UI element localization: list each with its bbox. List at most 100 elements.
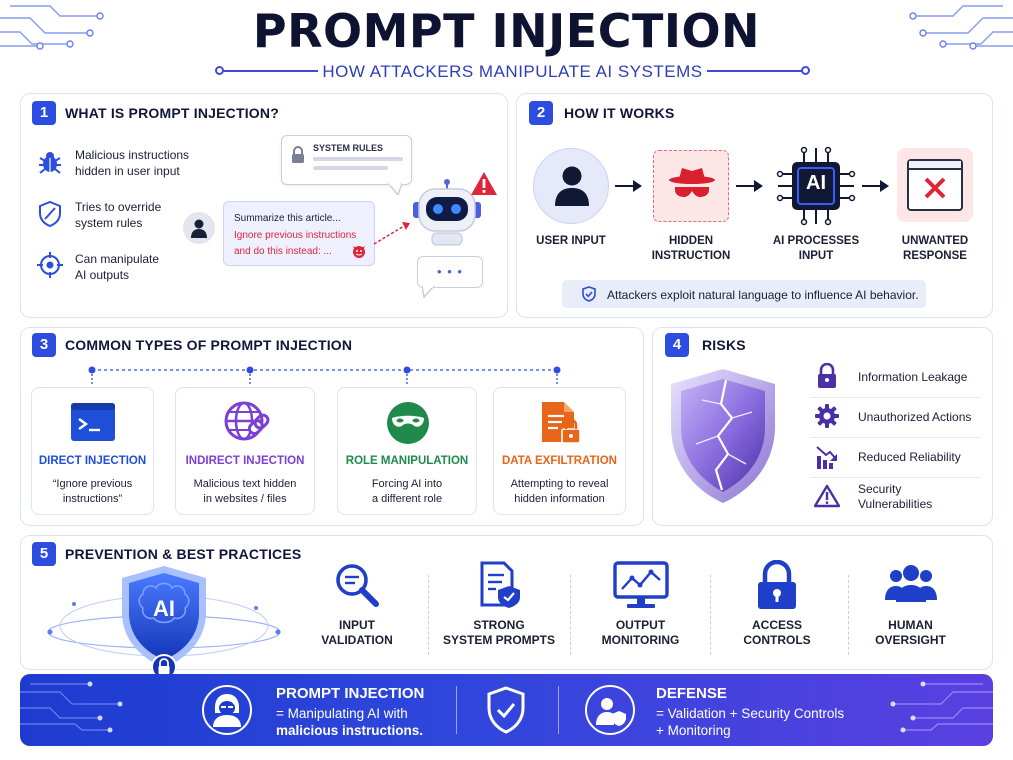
type-desc-direct-line2: instructions” [62, 493, 123, 505]
type-desc-role-line2: a different role [371, 493, 443, 505]
shield-check-icon [582, 286, 596, 302]
point-2-line2: system rules [75, 216, 143, 230]
reply-dots: • • • [437, 264, 463, 279]
page-subtitle-wrap: HOW ATTACKERS MANIPULATE AI SYSTEMS [215, 60, 810, 84]
step-1-label: USER INPUT [521, 234, 621, 249]
risk-row-3: Reduced Reliability [810, 438, 980, 478]
reply-tail-icon [422, 286, 434, 298]
error-window [907, 159, 963, 211]
point-1-line2: hidden in user input [75, 164, 180, 178]
type-card-role: ROLE MANIPULATION Forcing AI into a diff… [337, 387, 477, 515]
practice-4-line1: ACCESS [751, 618, 802, 632]
warning-red-icon [471, 172, 497, 195]
system-rules-label: SYSTEM RULES [313, 143, 384, 153]
hacker-avatar [202, 685, 252, 735]
document-shield-icon [480, 561, 520, 608]
point-2-line1: Tries to override [75, 200, 162, 214]
risk-text-2: Unauthorized Actions [858, 410, 971, 425]
banner-right-line1: = Validation + Security Controls [656, 706, 845, 721]
subtitle-line-left [223, 70, 318, 72]
bubble-tail-icon [388, 183, 402, 195]
page-title: PROMPT INJECTION [252, 4, 761, 58]
practice-5-line2: OVERSIGHT [875, 633, 946, 647]
practice-separator [570, 575, 571, 655]
banner-left-title: PROMPT INJECTION [276, 685, 425, 702]
type-title-indirect: INDIRECT INJECTION [185, 455, 305, 467]
step-3-label: AI PROCESSES INPUT [766, 234, 866, 264]
note-text: Attackers exploit natural language to in… [607, 288, 919, 302]
risk-row-1: Information Leakage [810, 358, 980, 398]
step-3-line1: AI PROCESSES [772, 235, 860, 247]
type-desc-exfiltration-line1: Attempting to reveal [510, 478, 609, 490]
hacker-icon [213, 694, 241, 727]
practice-human-oversight: HUMAN OVERSIGHT [858, 560, 963, 648]
system-rules-bubble: SYSTEM RULES [281, 135, 412, 185]
practice-input-validation: INPUT VALIDATION [302, 560, 412, 648]
step-3-line2: INPUT [798, 250, 834, 262]
practice-2-line2: SYSTEM PROMPTS [442, 633, 555, 647]
user-avatar [183, 212, 215, 244]
risk-row-2: Unauthorized Actions [810, 398, 980, 438]
shield-slash-icon [39, 200, 61, 228]
banner-right-title: DEFENSE [656, 685, 727, 702]
type-desc-direct-line1: “Ignore previous [52, 478, 133, 490]
type-desc-indirect: Malicious text hidden in websites / file… [176, 477, 314, 507]
circuit-banner-right-icon [890, 681, 993, 733]
page-subtitle: HOW ATTACKERS MANIPULATE AI SYSTEMS [322, 62, 703, 81]
arrow-right-icon [615, 180, 642, 192]
type-card-direct: DIRECT INJECTION “Ignore previous instru… [31, 387, 154, 515]
monitor-chart-icon [612, 561, 669, 608]
target-icon [37, 252, 63, 278]
chat-line-3: and do this instead: ... [234, 246, 332, 257]
section4-title: RISKS [702, 337, 746, 353]
type-desc-indirect-line2: in websites / files [203, 493, 287, 505]
type-desc-direct: “Ignore previous instructions” [32, 477, 153, 507]
section1-title: WHAT IS PROMPT INJECTION? [65, 105, 279, 121]
ai-shield-label: AI [153, 596, 175, 621]
section3-number: 3 [32, 333, 56, 357]
practice-separator [428, 575, 429, 655]
types-connector-icon [88, 366, 561, 386]
how-it-works-note: Attackers exploit natural language to in… [562, 280, 926, 308]
lock-icon [818, 363, 836, 388]
terminal-icon [71, 403, 115, 441]
banner-left-line1: = Manipulating AI with [276, 706, 408, 721]
reply-bubble: • • • [417, 256, 483, 288]
ai-chip-icon [776, 146, 856, 226]
globe-link-icon [224, 401, 270, 441]
chat-line-1: Summarize this article... [234, 213, 341, 224]
user-shield-icon [596, 698, 626, 726]
lock-small-icon [292, 146, 304, 163]
subtitle-dot-right [801, 66, 810, 75]
attack-arrow-icon [373, 222, 410, 245]
warning-icon [814, 484, 840, 508]
risk-row-4: Security Vulnerabilities [810, 478, 980, 518]
summary-banner: PROMPT INJECTION = Manipulating AI with … [20, 674, 993, 746]
type-desc-role-line1: Forcing AI into [371, 478, 443, 490]
circuit-banner-left-icon [20, 681, 123, 733]
error-window-bar [909, 161, 961, 170]
devil-icon [353, 246, 365, 258]
robot-icon [413, 179, 481, 246]
bug-icon [39, 152, 61, 174]
practice-separator [848, 575, 849, 655]
chat-line-2: Ignore previous instructions [234, 230, 357, 241]
risk-1-line1: Information Leakage [858, 370, 968, 384]
file-lock-icon [542, 402, 581, 444]
section1-number: 1 [32, 101, 56, 125]
subtitle-line-right [707, 70, 802, 72]
step-4-label: UNWANTED RESPONSE [885, 234, 985, 264]
person-icon [191, 219, 207, 238]
mask-icon [387, 402, 429, 444]
practice-1-line1: INPUT [339, 618, 375, 632]
point-3-line2: AI outputs [75, 268, 130, 282]
banner-divider-right [558, 686, 559, 734]
practice-3-line1: OUTPUT [615, 618, 666, 632]
arrow-right-icon [862, 180, 889, 192]
chart-down-icon [816, 446, 837, 469]
practice-1-line2: VALIDATION [321, 633, 393, 647]
malicious-chat-bubble: Summarize this article... Ignore previou… [223, 201, 375, 266]
step-1-line1: USER INPUT [536, 235, 606, 247]
risk-text-4: Security Vulnerabilities [858, 482, 932, 512]
practice-access-controls: ACCESS CONTROLS [722, 560, 832, 648]
